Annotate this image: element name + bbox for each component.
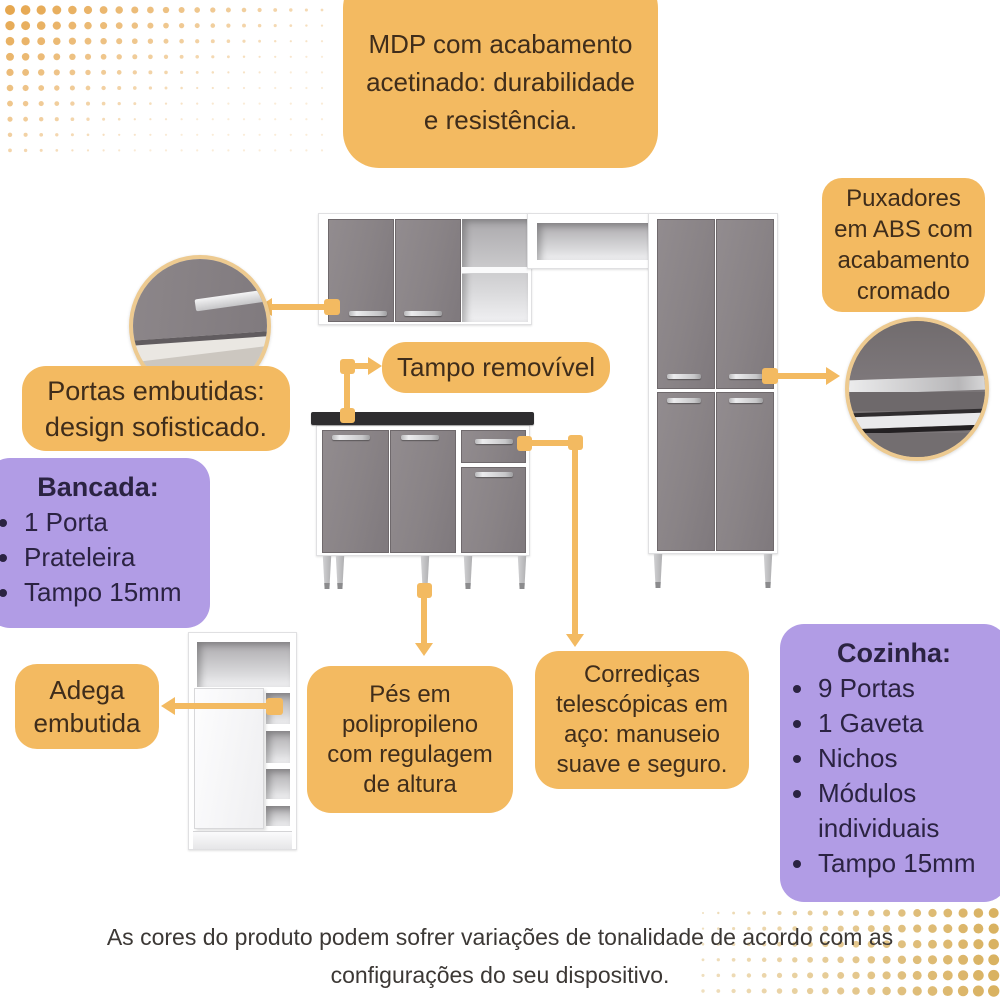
wine-cabinet [188,632,297,850]
panel-cozinha-specs: Cozinha: 9 Portas 1 Gaveta Nichos Módulo… [780,624,1000,902]
callout-adega-embutida: Adega embutida [15,664,159,749]
connector-node [340,359,355,374]
spec-item: 1 Porta [22,505,210,540]
connector-node [340,408,355,423]
spec-list: 1 Porta Prateleira Tampo 15mm [0,505,210,610]
panel-bancada-specs: Bancada: 1 Porta Prateleira Tampo 15mm [0,458,210,628]
door-handle [404,311,442,316]
bridge-cabinet [527,213,657,269]
callout-mdp: MDP com acabamento acetinado: durabilida… [343,0,658,168]
door-handle [332,435,370,440]
spec-item: 9 Portas [816,671,1000,706]
shelf [462,267,528,274]
wall-cabinet-open-shelves [462,219,528,322]
spec-item: Nichos [816,741,1000,776]
connector-line [421,598,427,644]
panel-title: Cozinha: [837,638,951,668]
tall-cabinet [648,213,778,554]
callout-corredicas: Corrediças telescópicas em aço: manuseio… [535,651,749,789]
door-handle [729,374,763,379]
detail-door-mid [849,391,985,411]
detail-door-lower [849,432,985,457]
callout-pes-polipropileno: Pés em polipropileno com regulagem de al… [307,666,513,813]
callout-puxadores: Puxadores em ABS com acabamento cromado [822,178,985,312]
connector-line [572,450,578,635]
connector-node [266,698,283,715]
base-cabinet-drawer [461,430,526,463]
base-cabinet-door-small [461,467,526,553]
wine-cabinet-top-niche [197,642,290,687]
halftone-dots-bottom-right [701,908,1000,997]
spec-list: 9 Portas 1 Gaveta Nichos Módulos individ… [780,671,1000,881]
detail-circle-handle [845,317,989,461]
door-handle [667,398,701,403]
connector-line [270,304,328,310]
wine-rack-niche [266,806,290,826]
door-handle [667,374,701,379]
wall-cabinet-door-right [395,219,461,322]
door-handle [401,435,439,440]
connector-node [324,299,340,315]
base-cabinet-door-right [390,430,456,553]
color-disclaimer: As cores do produto podem sofrer variaçõ… [106,924,894,988]
connector-node [417,583,432,598]
countertop [311,412,534,425]
spec-item: Tampo 15mm [22,575,210,610]
spec-item: Tampo 15mm [816,846,1000,881]
wine-rack-niche [266,769,290,799]
arrow-down-icon [566,634,584,647]
tall-cabinet-door-bottom-left [657,392,715,551]
connector-node [568,435,583,450]
connector-line [355,363,369,369]
cabinet-leg [335,556,345,589]
spec-item: Prateleira [22,540,210,575]
cabinet-leg [653,554,663,588]
detail-door-upper [849,321,985,383]
wine-rack-niche [266,731,290,763]
door-handle [729,398,763,403]
wall-cabinet [318,213,532,325]
callout-portas-embutidas: Portas embutidas: design sofisticado. [22,366,290,451]
cabinet-leg [463,556,473,589]
connector-node [517,436,532,451]
connector-line [175,703,267,709]
callout-tampo-removivel: Tampo removível [382,342,610,393]
cabinet-leg [322,556,332,589]
cabinet-leg [763,554,773,588]
connector-line [344,372,350,410]
base-cabinet-door-left [322,430,389,553]
drawer-handle [475,439,513,444]
bridge-niche [537,223,649,260]
wine-cabinet-door [194,688,264,829]
spec-item: 1 Gaveta [816,706,1000,741]
door-handle [349,311,387,316]
wine-cabinet-plinth [193,831,292,849]
arrow-right-icon [826,367,840,385]
cabinet-leg [517,556,527,589]
spec-item: Módulos individuais [816,776,1000,846]
panel-title: Bancada: [37,472,159,502]
halftone-dots-top-left [5,5,324,153]
arrow-right-icon [368,357,382,375]
connector-node [762,368,778,384]
tall-cabinet-door-top-right [716,219,774,389]
tall-cabinet-door-top-left [657,219,715,389]
arrow-left-icon [161,697,175,715]
arrow-down-icon [415,643,433,656]
connector-line [532,440,570,446]
base-cabinet [316,425,530,556]
tall-cabinet-door-bottom-right [716,392,774,551]
door-handle [475,472,513,477]
connector-line [778,373,828,379]
